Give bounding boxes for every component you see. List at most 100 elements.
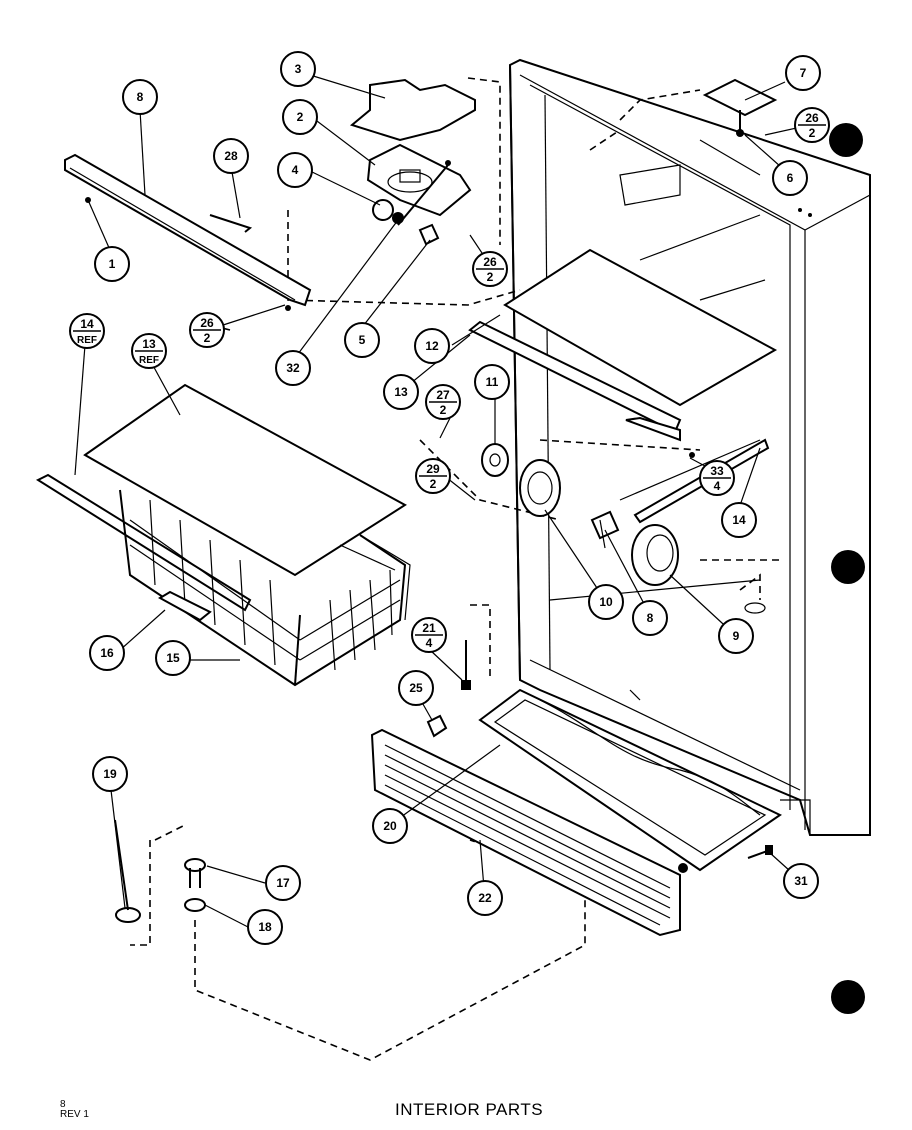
svg-text:5: 5 bbox=[359, 333, 366, 347]
svg-text:18: 18 bbox=[258, 920, 272, 934]
svg-text:1: 1 bbox=[109, 257, 116, 271]
svg-text:13: 13 bbox=[394, 385, 408, 399]
callout-21-4: 214 bbox=[411, 617, 447, 653]
svg-text:22: 22 bbox=[478, 891, 492, 905]
clip-28 bbox=[209, 214, 253, 233]
kickplate-grille bbox=[370, 728, 688, 937]
svg-text:26: 26 bbox=[200, 316, 214, 330]
svg-text:2: 2 bbox=[297, 110, 304, 124]
callout-19: 18 bbox=[247, 909, 283, 945]
svg-text:15: 15 bbox=[166, 651, 180, 665]
callout-10: 9 bbox=[718, 618, 754, 654]
svg-text:31: 31 bbox=[794, 874, 808, 888]
callout-5: 5 bbox=[344, 322, 380, 358]
callout-26-2-top: 262 bbox=[794, 107, 830, 143]
dashed-assembly-lines bbox=[130, 77, 780, 1061]
svg-text:29: 29 bbox=[426, 462, 440, 476]
callout-29-2: 292 bbox=[415, 458, 451, 494]
callout-1: 1 bbox=[94, 246, 130, 282]
svg-text:21: 21 bbox=[422, 621, 436, 635]
svg-text:14: 14 bbox=[732, 513, 746, 527]
svg-text:27: 27 bbox=[436, 388, 450, 402]
callout-6-top: 6 bbox=[772, 160, 808, 196]
svg-text:2: 2 bbox=[440, 403, 447, 417]
svg-text:7: 7 bbox=[800, 66, 807, 80]
callout-15: 14 bbox=[721, 502, 757, 538]
svg-text:4: 4 bbox=[292, 163, 299, 177]
svg-text:28: 28 bbox=[224, 149, 238, 163]
freezer-shelf bbox=[35, 383, 407, 612]
nut-25 bbox=[426, 714, 448, 738]
callout-4: 4 bbox=[277, 152, 313, 188]
callout-2: 2 bbox=[282, 99, 318, 135]
callout-27-2: 272 bbox=[425, 384, 461, 420]
svg-text:11: 11 bbox=[486, 375, 499, 389]
svg-text:19: 19 bbox=[103, 767, 117, 781]
callout-26-2-mid: 262 bbox=[472, 251, 508, 287]
svg-text:14: 14 bbox=[80, 317, 94, 331]
svg-text:12: 12 bbox=[425, 339, 439, 353]
leader-lines bbox=[74, 74, 811, 928]
callout-22: 20 bbox=[372, 808, 408, 844]
svg-text:2: 2 bbox=[204, 331, 211, 345]
svg-text:25: 25 bbox=[409, 681, 423, 695]
svg-text:REF: REF bbox=[139, 355, 159, 366]
svg-text:26: 26 bbox=[483, 255, 497, 269]
svg-text:20: 20 bbox=[383, 819, 397, 833]
callout-25: 25 bbox=[398, 670, 434, 706]
svg-text:13: 13 bbox=[142, 337, 156, 351]
callout-23: 22 bbox=[467, 880, 503, 916]
svg-text:32: 32 bbox=[286, 361, 300, 375]
top-cover-plate bbox=[349, 78, 476, 217]
lamp-assembly bbox=[372, 160, 451, 246]
callout-7: 7 bbox=[785, 55, 821, 91]
svg-text:2: 2 bbox=[430, 477, 437, 491]
callout-3: 3 bbox=[280, 51, 316, 87]
svg-text:8: 8 bbox=[137, 90, 144, 104]
svg-text:17: 17 bbox=[276, 876, 290, 890]
svg-text:26: 26 bbox=[805, 111, 819, 125]
svg-text:2: 2 bbox=[809, 126, 816, 140]
drain-pan bbox=[478, 688, 782, 872]
callout-11: 10 bbox=[588, 584, 624, 620]
callout-balloons: 8 1 28 3 2 4 5 32 12 13 11 7 6 14 10 8 9… bbox=[69, 51, 830, 945]
lamp-cover-7 bbox=[702, 78, 778, 137]
callout-31: 31 bbox=[783, 863, 819, 899]
svg-text:10: 10 bbox=[599, 595, 613, 609]
callout-13: 12 bbox=[414, 328, 450, 364]
callout-26-2-left: 262 bbox=[189, 312, 225, 348]
registration-marks bbox=[829, 123, 865, 1014]
slide-17 bbox=[157, 590, 212, 622]
svg-text:16: 16 bbox=[100, 646, 114, 660]
callout-16: 15 bbox=[155, 640, 191, 676]
page-id: 8 bbox=[60, 1099, 66, 1110]
revision-note: 8 REV 1 bbox=[60, 1100, 89, 1120]
callout-8: 8 bbox=[122, 79, 158, 115]
callout-14: 13 bbox=[383, 374, 419, 410]
revision-label: REV 1 bbox=[60, 1109, 89, 1120]
cabinet bbox=[508, 58, 871, 836]
leveler-parts bbox=[114, 819, 206, 923]
svg-text:4: 4 bbox=[714, 479, 721, 493]
screw-21 bbox=[461, 640, 471, 690]
svg-text:33: 33 bbox=[710, 464, 724, 478]
callout-33-4: 334 bbox=[699, 460, 735, 496]
callout-18: 17 bbox=[265, 865, 301, 901]
screw-31 bbox=[747, 845, 773, 859]
svg-text:2: 2 bbox=[487, 270, 494, 284]
svg-text:REF: REF bbox=[77, 335, 97, 346]
svg-text:9: 9 bbox=[733, 629, 740, 643]
callout-17: 16 bbox=[89, 635, 125, 671]
svg-text:3: 3 bbox=[295, 62, 302, 76]
controls bbox=[481, 443, 766, 614]
callout-32: 32 bbox=[275, 350, 311, 386]
callout-12: 11 bbox=[474, 364, 510, 400]
callout-9: 8 bbox=[632, 600, 668, 636]
callout-28: 28 bbox=[213, 138, 249, 174]
wire-basket bbox=[119, 489, 411, 687]
shelf-glass bbox=[468, 248, 778, 442]
callout-20: 19 bbox=[92, 756, 128, 792]
